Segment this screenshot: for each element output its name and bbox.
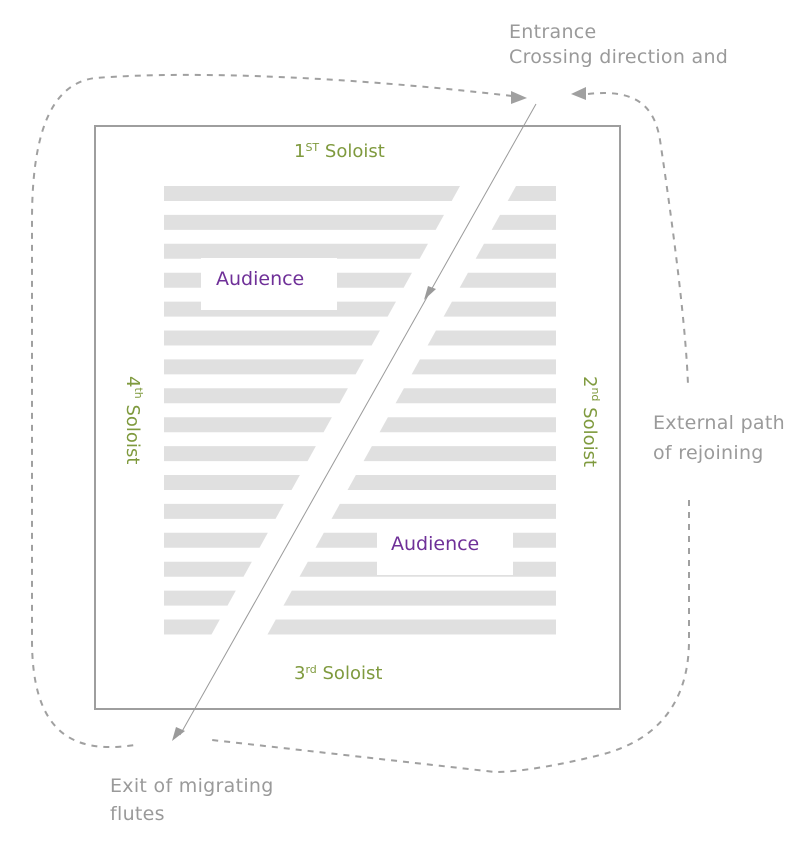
seat-row-right (507, 186, 556, 201)
fourth-soloist-label: 4th Soloist (122, 376, 145, 465)
mid-arrowhead-icon (424, 286, 436, 300)
seat-row-right (347, 475, 556, 490)
seat-row-right (331, 503, 556, 519)
crossing-direction-line (179, 103, 537, 736)
seat-row-left (164, 446, 316, 462)
seat-row-left (164, 503, 284, 519)
seat-row-left (164, 619, 220, 635)
seat-row-left (164, 330, 380, 346)
audience-label-lower: Audience (391, 533, 480, 555)
seat-row-right (363, 446, 556, 462)
seat-row-left (164, 590, 236, 606)
seat-row-right (459, 272, 556, 288)
entrance-line-2: Crossing direction and (509, 46, 729, 68)
first-soloist-label: 1ST Soloist (294, 141, 385, 162)
seat-row-right (379, 417, 556, 433)
top-left-dashed-path (31, 73, 513, 749)
seat-row-left (164, 388, 348, 404)
external-path-line-1: External path (653, 412, 785, 434)
seat-row-left (164, 214, 444, 230)
entrance-line-1: Entrance (509, 21, 597, 43)
seat-row-right (475, 243, 556, 259)
third-soloist-label: 3rd Soloist (294, 663, 383, 684)
entrance-label: Entrance Crossing direction and (509, 20, 728, 70)
seat-row-right (283, 590, 556, 606)
exit-arrowhead-icon (172, 727, 185, 741)
second-soloist-label: 2nd Soloist (579, 376, 602, 468)
audience-box-lower: Audience (377, 523, 513, 575)
seat-row-left (164, 532, 268, 548)
exit-line-2: flutes (110, 803, 165, 825)
seat-row-left (164, 186, 460, 201)
seat-row-right (395, 388, 556, 404)
audience-box-upper: Audience (201, 258, 337, 310)
right-dashed-path (587, 92, 689, 386)
audience-label-upper: Audience (216, 268, 305, 290)
seat-row-left (164, 243, 428, 259)
seat-row-left (164, 475, 300, 490)
exit-line-1: Exit of migrating (110, 775, 274, 797)
external-path-label: External path of rejoining (653, 408, 785, 468)
concert-hall-frame (94, 125, 621, 710)
seat-row-right (443, 301, 556, 317)
seat-row-right (411, 359, 556, 375)
seat-row-left (164, 359, 364, 375)
entrance-right-arrow-icon (571, 87, 586, 100)
seat-row-right (267, 619, 556, 635)
exit-label: Exit of migrating flutes (110, 772, 274, 828)
seat-row-left (164, 417, 332, 433)
seat-row-right (491, 214, 556, 230)
seat-row-left (164, 561, 252, 577)
external-path-line-2: of rejoining (653, 442, 764, 464)
entrance-left-arrow-icon (511, 91, 527, 104)
seat-row-right (427, 330, 556, 346)
bottom-right-dashed-path (211, 500, 690, 774)
